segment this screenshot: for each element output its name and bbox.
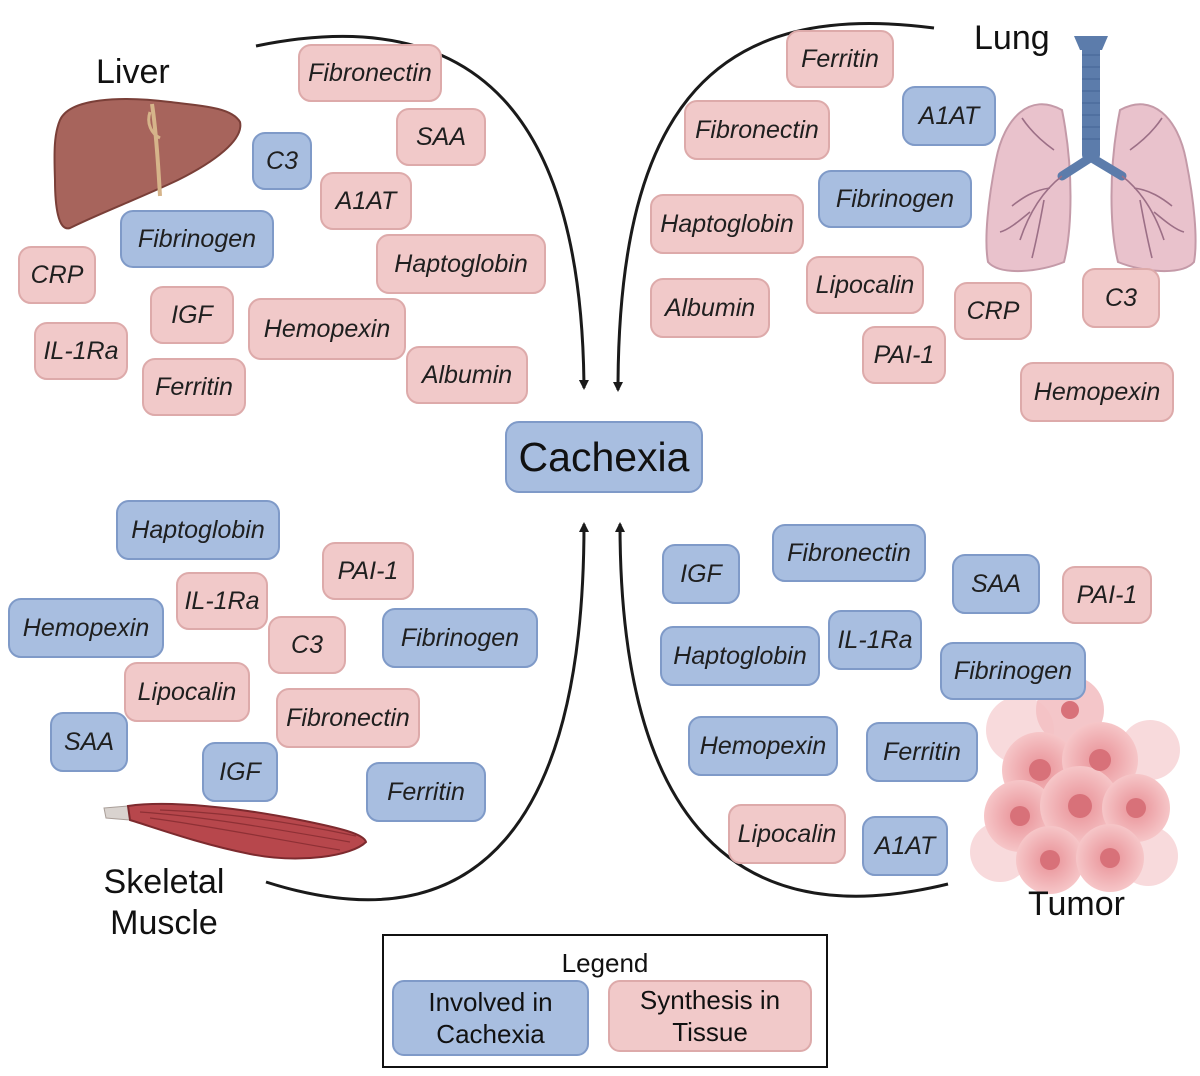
- lung-protein-haptoglobin: Haptoglobin: [650, 194, 804, 254]
- tumor-protein-pai1: PAI-1: [1062, 566, 1152, 624]
- muscle-protein-saa: SAA: [50, 712, 128, 772]
- tumor-protein-ferritin: Ferritin: [866, 722, 978, 782]
- muscle-protein-haptoglobin: Haptoglobin: [116, 500, 280, 560]
- liver-protein-crp: CRP: [18, 246, 96, 304]
- lung-label: Lung: [974, 19, 1050, 57]
- arrow-tumor-to-cachexia: [615, 522, 949, 898]
- lung-protein-hemopexin: Hemopexin: [1020, 362, 1174, 422]
- muscle-protein-lipocalin: Lipocalin: [124, 662, 250, 722]
- lung-protein-ferritin: Ferritin: [786, 30, 894, 88]
- skeletal-muscle-label: Skeletal Muscle: [96, 862, 232, 944]
- tumor-protein-il1ra: IL-1Ra: [828, 610, 922, 670]
- liver-protein-saa: SAA: [396, 108, 486, 166]
- cachexia-node: Cachexia: [505, 421, 703, 493]
- liver-protein-ferritin: Ferritin: [142, 358, 246, 416]
- lung-protein-pai1: PAI-1: [862, 326, 946, 384]
- arrow-lung-to-cachexia: [613, 22, 935, 392]
- lung-icon: [985, 36, 1197, 272]
- skeletal-muscle-label-line2: Muscle: [110, 903, 218, 942]
- muscle-icon: [103, 802, 368, 860]
- tumor-protein-fibronectin: Fibronectin: [772, 524, 926, 582]
- tumor-label: Tumor: [1028, 885, 1125, 923]
- legend-title: Legend: [561, 948, 649, 978]
- liver-label: Liver: [96, 53, 170, 91]
- legend-synthesis-swatch: Synthesis in Tissue: [608, 980, 812, 1052]
- muscle-protein-fibrinogen: Fibrinogen: [382, 608, 538, 668]
- liver-protein-fibronectin: Fibronectin: [298, 44, 442, 102]
- tumor-protein-a1at: A1AT: [862, 816, 948, 876]
- lung-protein-crp: CRP: [954, 282, 1032, 340]
- skeletal-muscle-label-line1: Skeletal: [103, 863, 225, 901]
- tumor-protein-igf: IGF: [662, 544, 740, 604]
- muscle-protein-fibronectin: Fibronectin: [276, 688, 420, 748]
- lung-protein-fibronectin: Fibronectin: [684, 100, 830, 160]
- muscle-protein-il1ra: IL-1Ra: [176, 572, 268, 630]
- muscle-protein-hemopexin: Hemopexin: [8, 598, 164, 658]
- liver-protein-il1ra: IL-1Ra: [34, 322, 128, 380]
- legend-involved-swatch: Involved in Cachexia: [392, 980, 589, 1056]
- liver-protein-igf: IGF: [150, 286, 234, 344]
- legend-involved-line2: Cachexia: [436, 1019, 545, 1049]
- arrow-liver-to-cachexia: [255, 34, 589, 390]
- liver-protein-haptoglobin: Haptoglobin: [376, 234, 546, 294]
- legend-synthesis-line2: Tissue: [672, 1017, 748, 1047]
- lung-protein-lipocalin: Lipocalin: [806, 256, 924, 314]
- tumor-icon: [970, 676, 1180, 894]
- lung-protein-albumin: Albumin: [650, 278, 770, 338]
- tumor-protein-hemopexin: Hemopexin: [688, 716, 838, 776]
- legend: Legend Involved in Cachexia Synthesis in…: [382, 934, 828, 1068]
- muscle-protein-igf: IGF: [202, 742, 278, 802]
- arrow-muscle-to-cachexia: [265, 522, 589, 902]
- legend-involved-line1: Involved in: [428, 986, 553, 1017]
- liver-protein-c3: C3: [252, 132, 312, 190]
- muscle-protein-c3: C3: [268, 616, 346, 674]
- liver-protein-albumin: Albumin: [406, 346, 528, 404]
- tumor-protein-haptoglobin: Haptoglobin: [660, 626, 820, 686]
- liver-protein-hemopexin: Hemopexin: [248, 298, 406, 360]
- liver-protein-a1at: A1AT: [320, 172, 412, 230]
- lung-protein-c3: C3: [1082, 268, 1160, 328]
- tumor-protein-lipocalin: Lipocalin: [728, 804, 846, 864]
- muscle-protein-pai1: PAI-1: [322, 542, 414, 600]
- tumor-protein-saa: SAA: [952, 554, 1040, 614]
- legend-synthesis-line1: Synthesis in: [639, 984, 781, 1015]
- liver-icon: [53, 98, 242, 230]
- lung-protein-fibrinogen: Fibrinogen: [818, 170, 972, 228]
- lung-protein-a1at: A1AT: [902, 86, 996, 146]
- muscle-protein-ferritin: Ferritin: [366, 762, 486, 822]
- tumor-protein-fibrinogen: Fibrinogen: [940, 642, 1086, 700]
- liver-protein-fibrinogen: Fibrinogen: [120, 210, 274, 268]
